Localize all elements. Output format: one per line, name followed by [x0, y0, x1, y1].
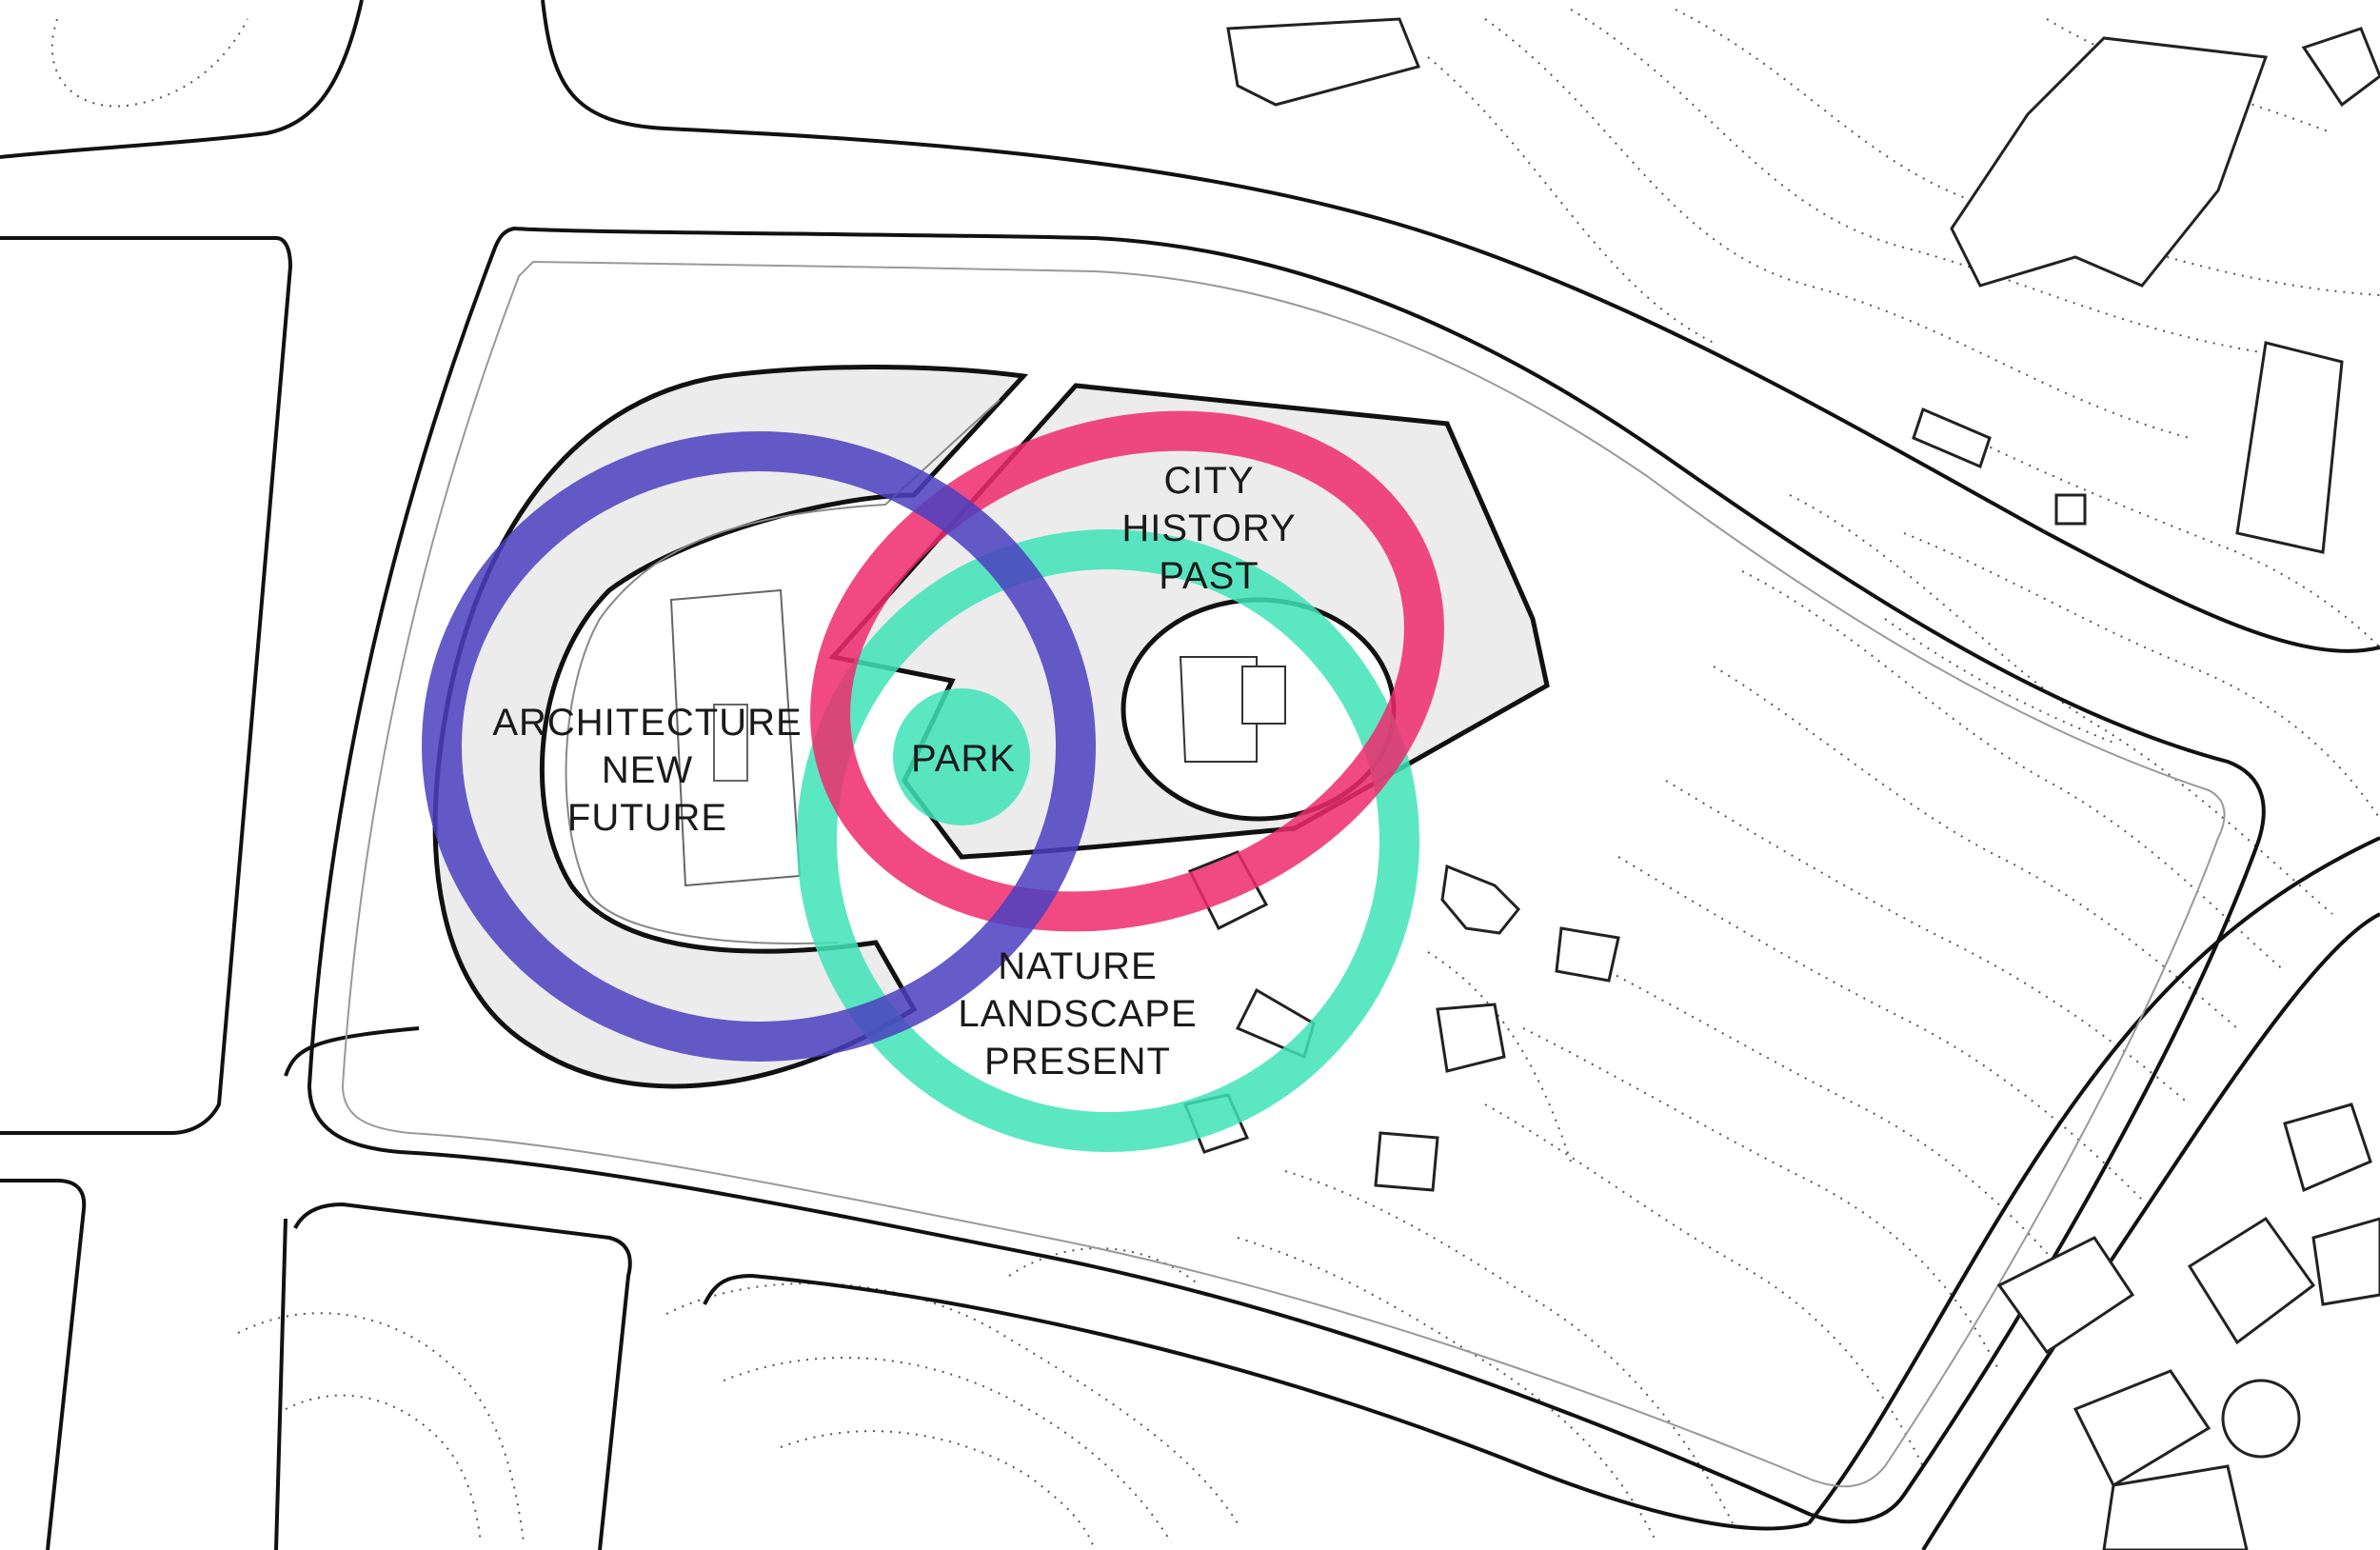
nature-label-line-2: LANDSCAPE [958, 993, 1197, 1035]
nature-label-line-1: NATURE [998, 945, 1157, 987]
city-label-line-2: HISTORY [1121, 507, 1296, 549]
nature-label-line-3: PRESENT [984, 1041, 1171, 1083]
nature-ring [797, 529, 1419, 1152]
architecture-label-line-2: NEW [602, 749, 693, 791]
concept-labels: ARCHITECTURE NEW FUTURE CITY HISTORY PAS… [492, 460, 1296, 1083]
architecture-label-line-1: ARCHITECTURE [492, 702, 802, 744]
architecture-ring [422, 431, 1096, 1062]
contour-lines [50, 9, 2380, 1550]
park-circle [893, 688, 1030, 825]
city-label-line-1: CITY [1163, 460, 1254, 502]
architecture-building [432, 365, 1029, 1089]
site-boundary [307, 226, 2266, 1524]
park-label: PARK [911, 738, 1016, 780]
architecture-label-line-3: FUTURE [567, 797, 727, 839]
city-label-line-3: PAST [1159, 555, 1259, 597]
concept-rings [422, 410, 1444, 1152]
surrounding-buildings [1226, 17, 2380, 1550]
city-ring [810, 410, 1444, 932]
